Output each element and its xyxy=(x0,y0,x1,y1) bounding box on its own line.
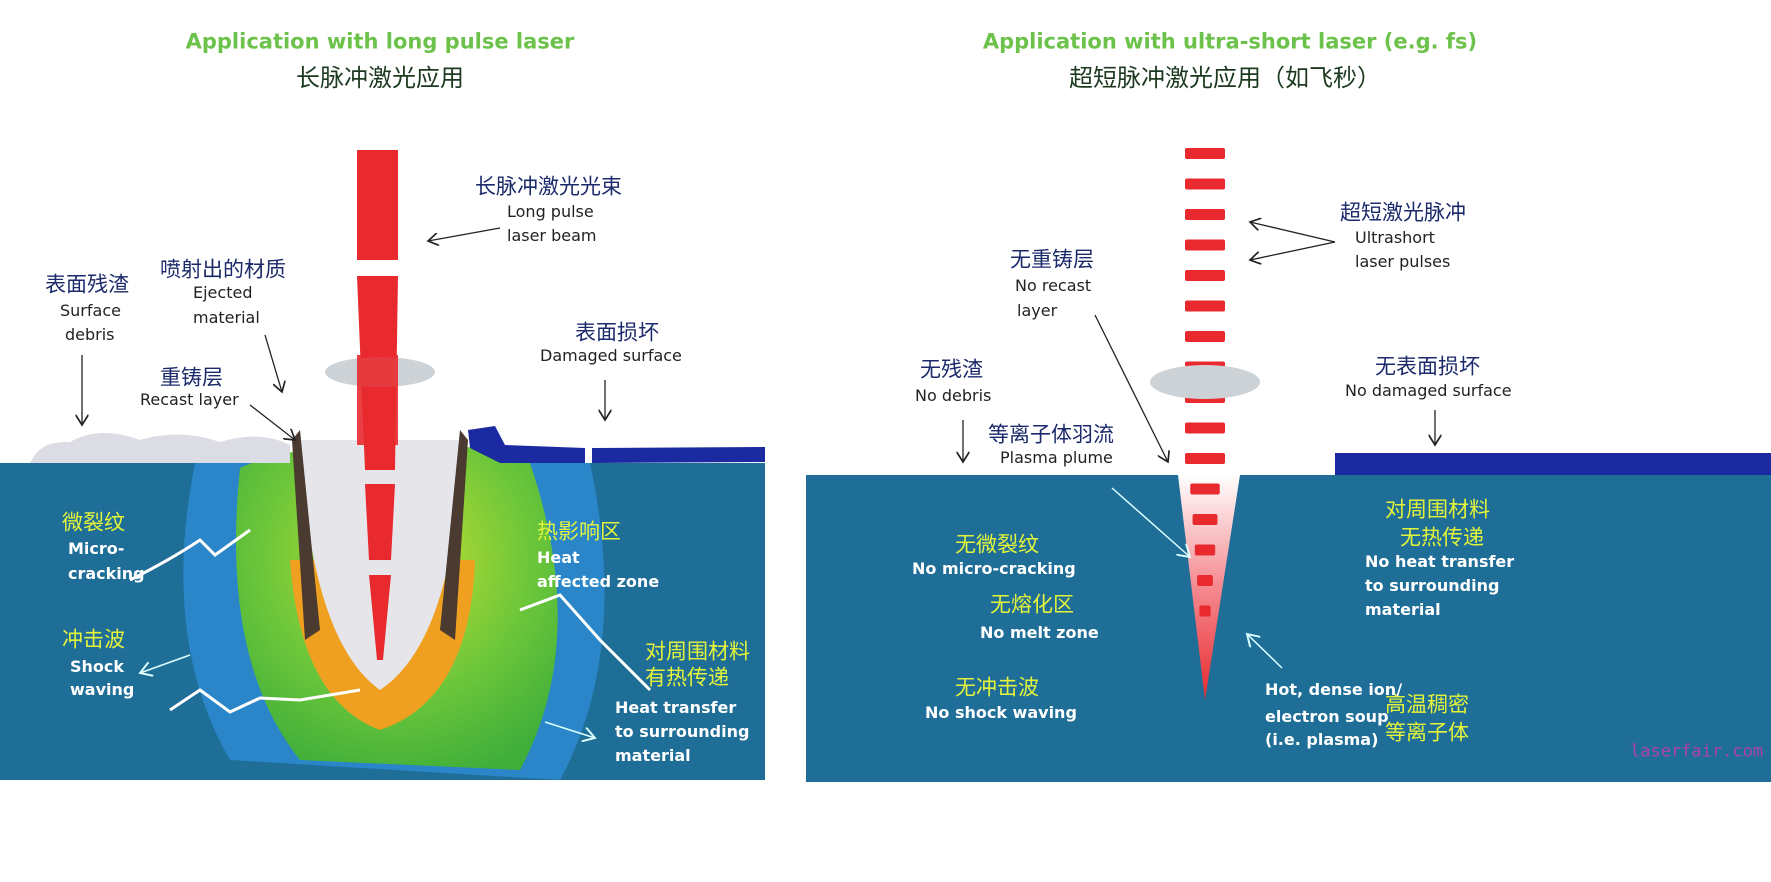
shock-label-zh: 冲击波 xyxy=(62,627,125,652)
right-title-zh: 超短脉冲激光应用（如飞秒） xyxy=(1069,64,1381,92)
plume-label-zh: 等离子体羽流 xyxy=(988,422,1114,447)
damaged-label-zh: 表面损坏 xyxy=(575,320,659,345)
micro-label-zh: 微裂纹 xyxy=(62,510,125,535)
recast-layer-right xyxy=(440,430,468,640)
heat-label-zh1: 对周围材料 xyxy=(645,639,750,664)
haz-label-zh: 热影响区 xyxy=(537,519,621,544)
laser-pulse xyxy=(1194,544,1216,556)
surface-debris xyxy=(30,432,290,463)
laser-beam-mid xyxy=(357,355,398,445)
damaged-surface-layer xyxy=(468,426,765,463)
annotation-arrows-left-white xyxy=(140,654,595,738)
no-debris-label-en: No debris xyxy=(915,386,992,405)
no-damage-label-en: No damaged surface xyxy=(1345,381,1512,400)
laser-pulse xyxy=(1185,331,1225,342)
no-recast-label-en1: No recast xyxy=(1015,276,1092,295)
substrate-right xyxy=(806,475,1771,782)
no-micro-label-en: No micro-cracking xyxy=(912,559,1076,578)
laser-pulse xyxy=(1190,483,1220,495)
laser-pulse xyxy=(1185,300,1225,312)
ejected-label-en2: material xyxy=(193,308,260,327)
micro-label-en1: Micro- xyxy=(68,539,125,558)
pulses-label-zh: 超短激光脉冲 xyxy=(1340,200,1466,225)
laser-pulse xyxy=(1185,209,1225,220)
heat-label-en1: Heat transfer xyxy=(615,698,737,717)
heat-label-zh2: 有热传递 xyxy=(645,665,729,690)
damaged-label-en: Damaged surface xyxy=(540,346,682,365)
plasma-label-zh2: 等离子体 xyxy=(1385,720,1469,745)
left-panel-artwork xyxy=(0,150,765,780)
annotation-arrows-right xyxy=(963,222,1435,462)
no-micro-label-zh: 无微裂纹 xyxy=(955,532,1039,557)
heat-label-en2: to surrounding xyxy=(615,722,750,741)
ablation-cone xyxy=(1178,475,1240,700)
plasma-label-en1: Hot, dense ion/ xyxy=(1265,680,1403,699)
no-heat-label-en3: material xyxy=(1365,600,1441,619)
no-recast-label-en2: layer xyxy=(1017,301,1058,320)
no-recast-label-zh: 无重铸层 xyxy=(1010,247,1094,272)
recast-label-zh: 重铸层 xyxy=(160,365,223,390)
no-debris-label-zh: 无残渣 xyxy=(920,357,983,382)
laser-pulse xyxy=(1185,453,1225,464)
plasma-label-zh1: 高温稠密 xyxy=(1385,692,1469,717)
ejected-label-zh: 喷射出的材质 xyxy=(160,257,286,282)
intact-surface-layer xyxy=(1335,453,1771,475)
recast-layer-left xyxy=(292,430,320,640)
laser-pulse xyxy=(1185,270,1225,281)
laser-pulse xyxy=(1185,148,1225,159)
annotation-arrows-right-white xyxy=(1111,487,1283,669)
laser-pulse xyxy=(1199,605,1211,617)
debris-label-en2: debris xyxy=(65,325,115,344)
haz-label-en2: affected zone xyxy=(537,572,660,591)
beam-label-zh: 长脉冲激光光束 xyxy=(475,174,622,199)
plume-label-en: Plasma plume xyxy=(1000,448,1113,467)
beam-label-en1: Long pulse xyxy=(507,202,594,221)
no-shock-label-zh: 无冲击波 xyxy=(955,675,1039,700)
laser-pulse xyxy=(1185,422,1225,434)
crater xyxy=(300,440,462,690)
shock-label-en2: waving xyxy=(70,680,135,699)
no-melt-label-zh: 无熔化区 xyxy=(990,592,1074,617)
no-heat-label-zh2: 无热传递 xyxy=(1400,525,1484,550)
plasma-label-en2: electron soup xyxy=(1265,707,1389,726)
shock-label-en1: Shock xyxy=(70,657,125,676)
laser-beam-top xyxy=(357,150,398,260)
heat-label-en3: material xyxy=(615,746,691,765)
debris-label-zh: 表面残渣 xyxy=(45,272,129,297)
ultrashort-pulses xyxy=(1185,148,1225,617)
beam-label-en2: laser beam xyxy=(507,226,597,245)
crack xyxy=(129,528,652,714)
recast-label-en: Recast layer xyxy=(140,390,239,409)
right-panel-artwork xyxy=(806,148,1771,782)
pulses-label-en1: Ultrashort xyxy=(1355,228,1435,247)
right-title-en: Application with ultra-short laser (e.g.… xyxy=(982,29,1478,54)
plasma-label-en3: (i.e. plasma) xyxy=(1265,730,1379,749)
ejected-label-en1: Ejected xyxy=(193,283,253,302)
laser-pulse xyxy=(1185,178,1225,190)
no-damage-label-zh: 无表面损坏 xyxy=(1375,354,1480,379)
left-title-en: Application with long pulse laser xyxy=(185,29,575,54)
laser-pulse xyxy=(1197,575,1213,586)
watermark: laserfair.com xyxy=(1630,741,1764,762)
no-shock-label-en: No shock waving xyxy=(925,703,1077,722)
pulses-label-en2: laser pulses xyxy=(1355,252,1451,271)
no-heat-label-zh1: 对周围材料 xyxy=(1385,497,1490,522)
left-title-zh: 长脉冲激光应用 xyxy=(296,64,464,92)
annotation-arrows-left xyxy=(82,227,605,440)
haz-label-en1: Heat xyxy=(537,548,580,567)
laser-pulse xyxy=(1192,514,1218,525)
no-melt-label-en: No melt zone xyxy=(980,623,1099,642)
debris-label-en1: Surface xyxy=(60,301,121,320)
laser-pulse xyxy=(1185,239,1225,251)
lens-right xyxy=(1150,365,1260,399)
no-heat-label-en2: to surrounding xyxy=(1365,576,1500,595)
no-heat-label-en1: No heat transfer xyxy=(1365,552,1515,571)
micro-label-en2: cracking xyxy=(68,564,145,583)
